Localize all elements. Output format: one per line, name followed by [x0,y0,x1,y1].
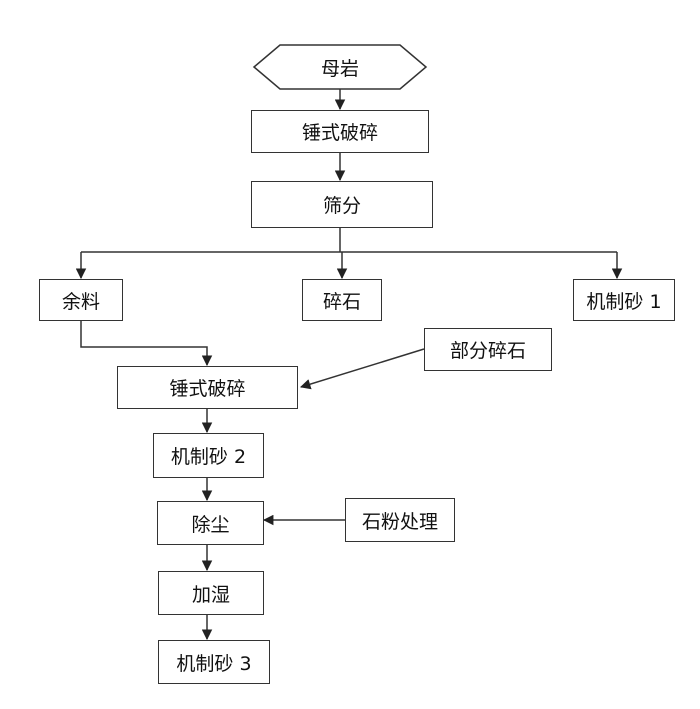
sand1-box: 机制砂 1 [573,279,675,321]
start-hexagon [252,44,428,90]
sand3-box: 机制砂 3 [158,640,270,684]
screen-box: 筛分 [251,181,433,228]
sand2-box: 机制砂 2 [153,433,264,478]
arrow-residue-to-crush2 [80,321,213,367]
gravel-box: 碎石 [302,279,382,321]
crush2-box: 锤式破碎 [117,366,298,409]
powder-box: 石粉处理 [345,498,455,542]
arrow-partial-gravel-to-crush2 [299,348,425,390]
partial-gravel-box: 部分碎石 [424,328,552,371]
start-node-label: 母岩 [320,57,359,80]
crush1-box: 锤式破碎 [251,110,429,153]
residue-box: 余料 [39,279,123,321]
humidify-box: 加湿 [158,571,264,615]
dedust-box: 除尘 [157,501,264,545]
